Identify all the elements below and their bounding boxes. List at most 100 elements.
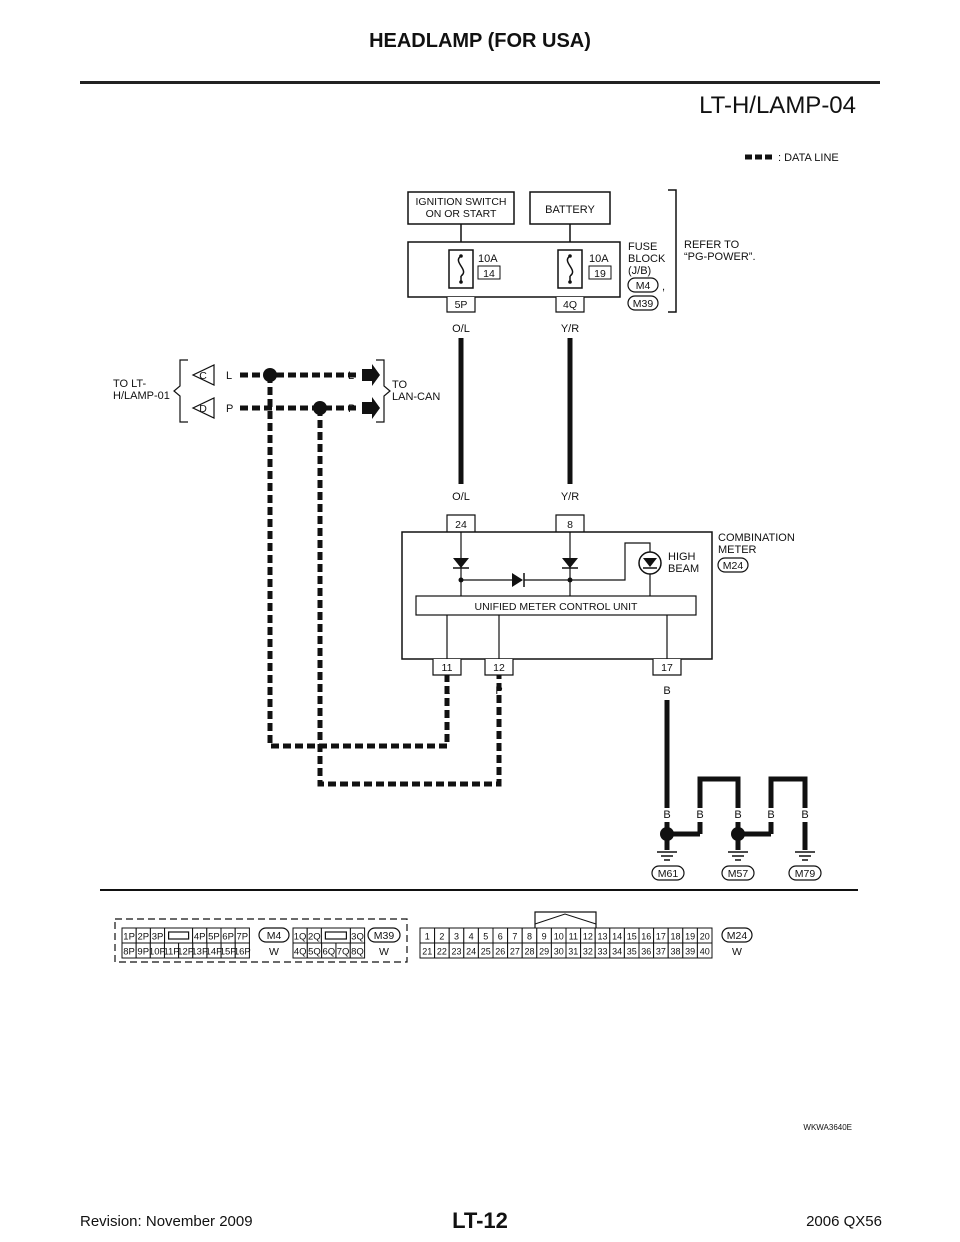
connector-faces-frame xyxy=(114,918,408,963)
data-line-legend: : DATA LINE xyxy=(745,152,839,164)
wire-yr-top: Y/R xyxy=(561,323,579,335)
m24-grid-pin-label: 8 xyxy=(527,932,532,942)
battery-box xyxy=(529,191,611,225)
m4-grid-keyway xyxy=(168,931,190,940)
high-beam-label-1: HIGH xyxy=(668,551,696,563)
wire-b-5: B xyxy=(801,809,808,821)
wire-b-1: B xyxy=(663,809,670,821)
m24-grid-pin-label: 26 xyxy=(495,947,505,957)
fuse-19-amp: 10A xyxy=(589,253,609,265)
m24-grid-pin-label: 19 xyxy=(685,932,695,942)
m39-connector-tag xyxy=(627,295,659,311)
comb-meter-label-1: COMBINATION xyxy=(718,532,795,544)
m4-grid-pin-label: 1P xyxy=(123,932,135,943)
m24-label: M24 xyxy=(723,560,744,572)
ignition-label-2: ON OR START xyxy=(426,208,497,220)
m4-grid-pin-label: 7P xyxy=(236,932,248,943)
m24-grid-pin-label: 24 xyxy=(466,947,476,957)
m61-label: M61 xyxy=(658,868,679,880)
m4-grid-pin-label: 8P xyxy=(123,947,135,958)
m24-grid-pin-label: 30 xyxy=(554,947,564,957)
m39-grid-pin-label: 4Q xyxy=(294,947,307,958)
m4-grid-pin-label: 2P xyxy=(137,932,149,943)
m39-face-tag xyxy=(367,927,401,943)
to-lan-label-2: LAN-CAN xyxy=(392,391,440,403)
m24-grid-pin-label: 9 xyxy=(542,932,547,942)
m24-grid-pin-label: 5 xyxy=(483,932,488,942)
m39-grid-pin-cell xyxy=(349,942,366,959)
m24-grid-pin-label: 27 xyxy=(510,947,520,957)
m39-grid-pin-label: 2Q xyxy=(308,932,321,943)
wire-l-label: L xyxy=(444,685,450,697)
m24-face-tag xyxy=(721,927,753,943)
arrow-p-icon xyxy=(362,397,380,419)
svg-text:8: 8 xyxy=(567,519,573,531)
wire-ol-bottom: O/L xyxy=(452,491,470,503)
refer-label-2: “PG-POWER”. xyxy=(684,251,756,263)
m24-grid-pin-label: 15 xyxy=(627,932,637,942)
high-beam-indicator-icon xyxy=(638,551,662,575)
svg-text:24: 24 xyxy=(455,519,467,531)
m4-grid-pin-label: 12P xyxy=(177,947,194,958)
m4-grid-pin-label: 5P xyxy=(208,932,220,943)
diode-1-icon xyxy=(453,558,469,568)
svg-text:4Q: 4Q xyxy=(563,299,577,311)
wire-b-label: B xyxy=(663,685,670,697)
wire-b-4: B xyxy=(767,809,774,821)
splice-l xyxy=(263,368,277,382)
wire-p-label: P xyxy=(495,685,502,697)
m24-grid-pin-label: 34 xyxy=(612,947,622,957)
m39-grid-pin-label: 3Q xyxy=(351,932,364,943)
m24-grid-pin-label: 35 xyxy=(627,947,637,957)
model-label: 2006 QX56 xyxy=(806,1213,882,1230)
page-number: LT-12 xyxy=(452,1208,508,1233)
m24-grid-pin-label: 29 xyxy=(539,947,549,957)
m24-connector-tag xyxy=(717,557,749,573)
svg-text:11: 11 xyxy=(442,662,453,674)
m24-grid-pin-label: 3 xyxy=(454,932,459,942)
right-bracket xyxy=(376,359,391,423)
m4-grid-pin-label: 3P xyxy=(152,932,164,943)
m4-grid-pin-label: 6P xyxy=(222,932,234,943)
m24-grid-pin-label: 12 xyxy=(583,932,593,942)
m24-grid-pin-label: 25 xyxy=(481,947,491,957)
m24-grid-pin-label: 2 xyxy=(439,932,444,942)
legend-label: : DATA LINE xyxy=(778,152,839,164)
m24-grid-pin-label: 17 xyxy=(656,932,666,942)
m39-face-name: M39 xyxy=(374,930,395,942)
battery-label: BATTERY xyxy=(545,204,595,216)
fuse-block-label-2: BLOCK xyxy=(628,253,666,265)
refer-bracket xyxy=(668,189,677,313)
terminal-12: 12 xyxy=(484,659,514,676)
svg-text:5P: 5P xyxy=(455,299,468,311)
m24-grid-pin-label: 37 xyxy=(656,947,666,957)
terminal-17: 17 xyxy=(652,659,682,676)
m4-face-color: W xyxy=(269,946,279,958)
m39-grid-keyway xyxy=(324,931,347,940)
m24-grid-pin-label: 38 xyxy=(670,947,680,957)
m24-grid-pin-label: 18 xyxy=(670,932,680,942)
header-rule xyxy=(80,81,880,84)
left-bracket xyxy=(173,359,188,423)
m39-grid-pin-label: 6Q xyxy=(322,947,335,958)
m4-label: M4 xyxy=(636,280,651,292)
m24-grid-pin-label: 40 xyxy=(700,947,710,957)
can-p-left: P xyxy=(226,403,233,415)
m24-grid-pin-label: 7 xyxy=(512,932,517,942)
m57-ground-tag xyxy=(721,865,755,881)
m24-grid-pin-label: 1 xyxy=(425,932,430,942)
ground-wires xyxy=(664,700,808,850)
m24-grid-pin-label: 22 xyxy=(437,947,447,957)
m24-grid-pin-label: 36 xyxy=(641,947,651,957)
splice-p xyxy=(313,401,327,415)
can-p-right: P xyxy=(348,403,355,415)
connector-d-label: D xyxy=(199,403,207,415)
fuse-block-label-3: (J/B) xyxy=(628,265,651,277)
comb-meter-label-2: METER xyxy=(718,544,757,556)
m24-grid-pin-label: 13 xyxy=(597,932,607,942)
refer-label-1: REFER TO xyxy=(684,239,740,251)
terminal-4q: 4Q xyxy=(555,297,585,313)
m39-face-color: W xyxy=(379,946,389,958)
